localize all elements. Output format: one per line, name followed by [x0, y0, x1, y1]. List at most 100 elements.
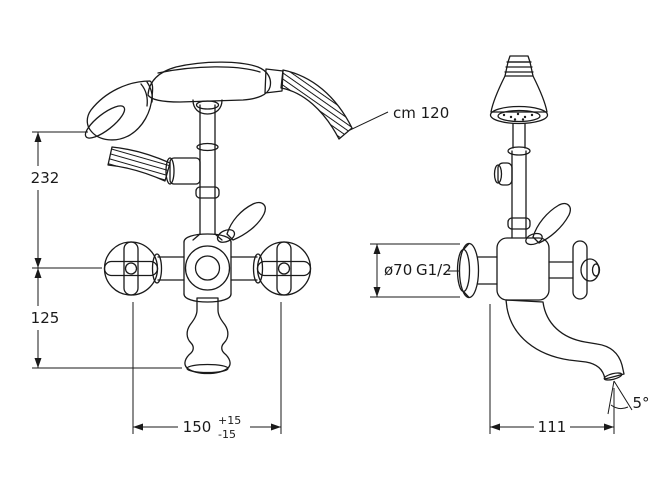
right-arm — [230, 256, 258, 281]
column-top-joint — [195, 100, 220, 110]
side-cross-handle — [548, 240, 601, 300]
side-diverter-lever — [525, 202, 571, 246]
dim-label-111: 111 — [538, 418, 567, 436]
spout-mouth — [603, 372, 623, 381]
side-column-ring — [507, 217, 531, 230]
column-sides — [199, 104, 216, 235]
side-hose-stub — [497, 162, 513, 186]
dim-height-125: 125 — [31, 268, 182, 369]
dim-label-150: 150 — [183, 418, 212, 436]
left-arm — [157, 256, 185, 281]
column-collar — [196, 142, 219, 152]
diverter-lever — [216, 201, 266, 243]
lower-hose — [107, 146, 171, 182]
angle-label: 5° — [632, 394, 649, 412]
spout-outline — [505, 299, 625, 380]
dim-label-232: 232 — [31, 169, 60, 187]
spray-holes — [502, 112, 534, 121]
shower-head-bell — [86, 80, 154, 141]
body-sides — [183, 241, 232, 295]
extension-lines — [489, 304, 615, 434]
hose-connector — [264, 68, 284, 94]
hose-length-label: cm 120 — [393, 104, 449, 122]
head-rib-sides — [504, 61, 534, 77]
handle-cradle — [192, 99, 223, 115]
head-face-outer — [489, 105, 549, 125]
tolerance-minus: -15 — [218, 428, 236, 441]
arrow-up-icon — [373, 244, 381, 254]
handle-hub-lines — [548, 261, 574, 279]
shower-head-ribs — [140, 81, 153, 107]
arrow-down-icon — [34, 358, 42, 368]
handle-detail-line — [157, 66, 261, 74]
handle-knob — [580, 258, 600, 282]
dim-label-125: 125 — [31, 309, 60, 327]
arrow-left-icon — [490, 423, 500, 431]
body-boss-outer — [184, 245, 231, 291]
head-ribs — [504, 61, 534, 73]
column-ring — [195, 186, 220, 199]
side-column — [493, 146, 531, 239]
side-body-block — [496, 237, 550, 301]
front-view — [84, 61, 353, 375]
cross-handle-left — [103, 241, 159, 296]
head-face-inner — [497, 109, 541, 123]
hand-shower-handle — [147, 61, 284, 115]
tolerance-plus: +15 — [218, 414, 241, 427]
shower-hose — [280, 69, 353, 140]
dim-spout-reach-111: 111 — [489, 304, 615, 436]
dim-height-232: 232 — [31, 131, 102, 269]
flange-diameter-label: ø70 — [384, 261, 412, 279]
handle-knob-cap — [591, 263, 601, 277]
arrow-down-icon — [373, 287, 381, 297]
side-hose-stub-cap — [493, 164, 503, 184]
side-column-band — [507, 146, 531, 156]
head-bell — [490, 75, 548, 113]
arrow-up-icon — [34, 268, 42, 278]
angle-arc — [610, 404, 629, 410]
body-top-cap — [183, 233, 232, 243]
riser-column — [165, 100, 223, 241]
extension-lines — [370, 243, 460, 298]
flange-cone-lines — [462, 242, 470, 299]
mixer-body — [151, 233, 264, 303]
hose-fitting — [169, 157, 201, 185]
tub-spout — [505, 299, 625, 381]
dim-flange-diameter: ø70 G1/2 — [370, 243, 460, 298]
hose-length-callout: cm 120 — [349, 104, 449, 131]
side-view — [456, 55, 625, 381]
shower-head-face — [84, 105, 126, 139]
handle-bar — [572, 240, 588, 300]
wall-pipe — [477, 256, 498, 285]
arrow-left-icon — [133, 423, 143, 431]
leader-line — [349, 111, 389, 131]
bell-rim — [186, 363, 229, 374]
arrow-right-icon — [604, 423, 614, 431]
side-column-sides — [511, 150, 527, 239]
side-lever-base — [525, 232, 543, 246]
arrow-down-icon — [34, 258, 42, 268]
extension-lines — [32, 131, 102, 269]
thread-size-label: G1/2 — [416, 261, 452, 279]
dimensions: 232 125 150 +15 -15 cm 120 — [31, 104, 650, 441]
lever-drop — [226, 201, 266, 241]
body-bottom-cap — [183, 293, 232, 303]
cross-handle-right — [256, 241, 312, 296]
hand-shower-head — [84, 80, 154, 141]
dim-width-150: 150 +15 -15 — [132, 302, 282, 441]
handle-outline — [147, 61, 272, 103]
right-arm-flange — [252, 253, 264, 284]
side-body — [456, 237, 550, 301]
bell-outline — [184, 297, 231, 375]
side-lever-drop — [532, 202, 571, 244]
left-arm-flange — [151, 253, 163, 284]
arrow-up-icon — [34, 132, 42, 142]
angle-lines — [607, 380, 633, 415]
head-neck — [512, 123, 526, 149]
body-boss-inner — [194, 255, 221, 281]
arrow-right-icon — [271, 423, 281, 431]
extension-lines — [132, 302, 282, 434]
head-cap — [507, 55, 531, 63]
